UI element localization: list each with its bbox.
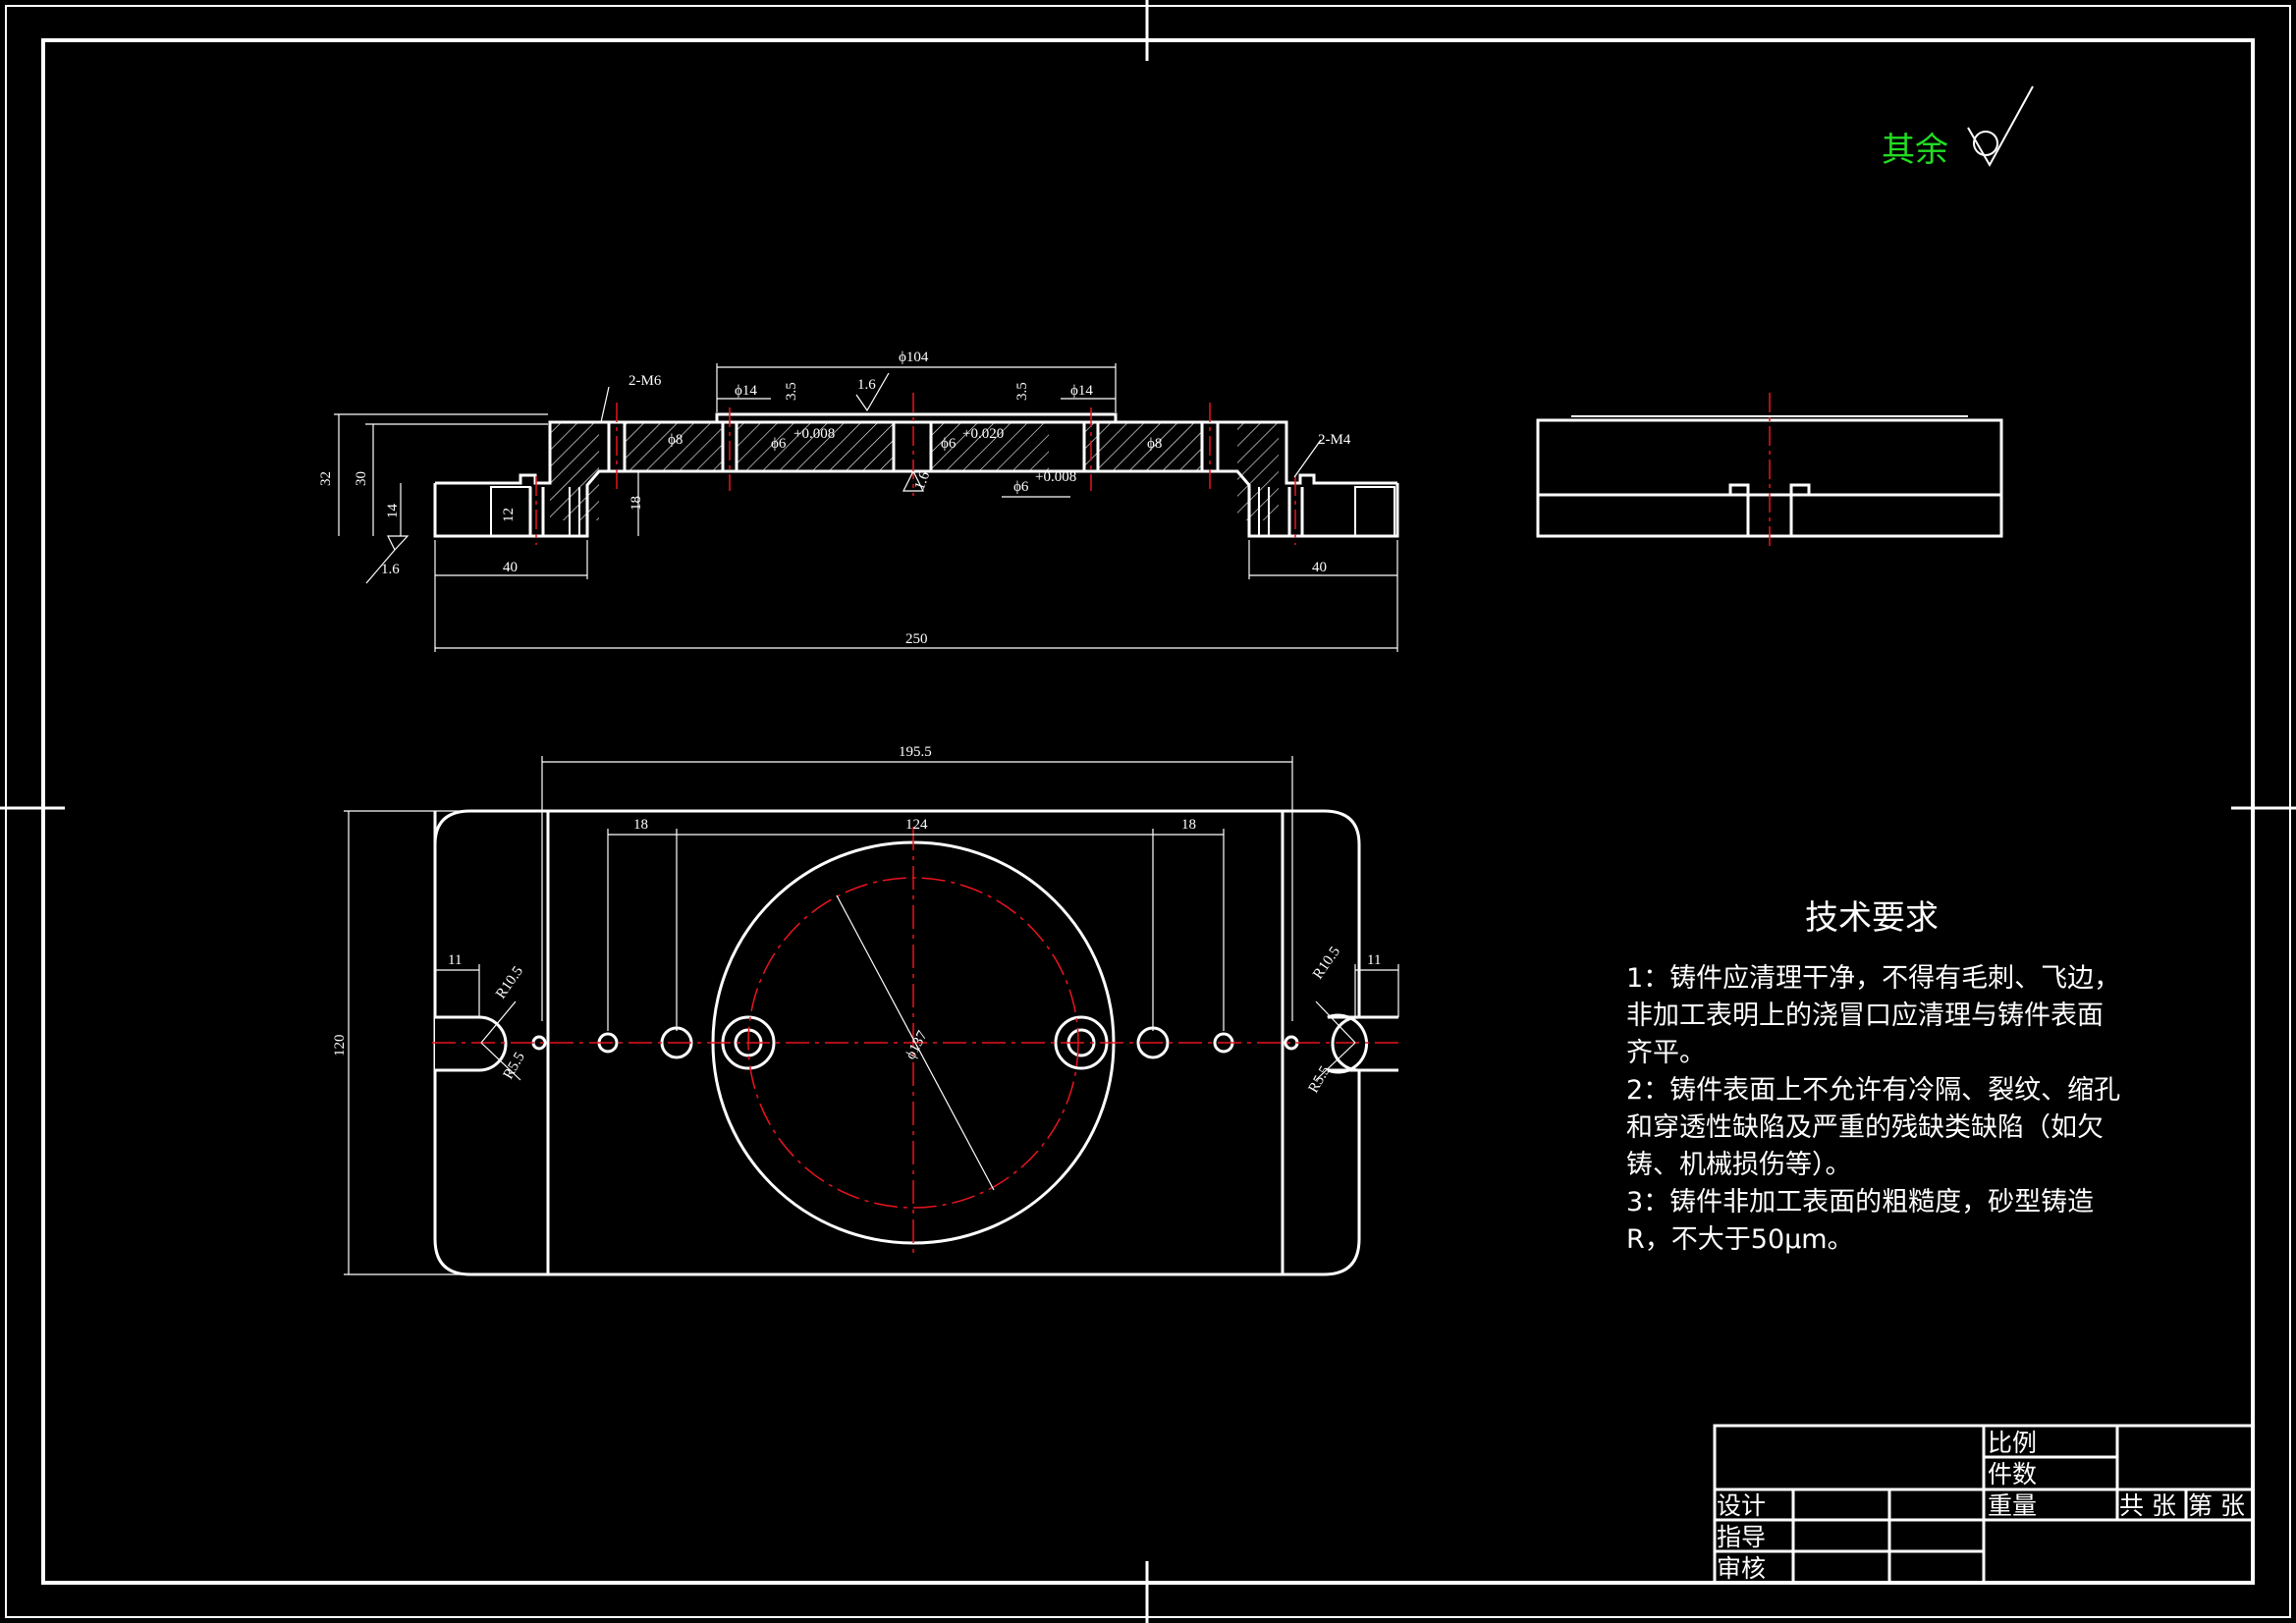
sheet-no-label: 第 张: [2188, 1491, 2245, 1520]
d18-label: 18: [629, 496, 644, 511]
roughness-symbol-icon: [1967, 85, 2034, 168]
phi8-left-label: ϕ8: [668, 432, 683, 448]
tech-requirements-title: 技术要求: [1805, 898, 1939, 938]
tech-requirements-lines: 1：铸件应清理干净，不得有毛刺、飞边， 非加工表明上的浇冒口应清理与铸件表面 齐…: [1626, 963, 2120, 1255]
phi6-bottom-tol-label: +0.008: [1035, 469, 1076, 485]
r105-left-label: R10.5: [493, 963, 526, 1001]
d40-left-label: 40: [503, 560, 518, 575]
d18-right-label: 18: [1181, 817, 1196, 833]
scale-label-label: 比例: [1988, 1429, 2037, 1457]
d32-label: 32: [318, 471, 334, 486]
m6-label: 2-M6: [629, 373, 662, 389]
side-view: [1536, 393, 2003, 546]
weight-label-label: 重量: [1988, 1491, 2037, 1520]
phi6-left-label: ϕ6: [771, 436, 787, 452]
plan-centerlines: [432, 827, 1400, 1259]
d1955-label: 195.5: [899, 744, 932, 760]
d40-right-label: 40: [1312, 560, 1327, 575]
front-outline: [433, 412, 1399, 538]
roughness-others: 其余: [1882, 85, 2034, 170]
d18-left-label: 18: [633, 817, 648, 833]
d124-label: 124: [905, 817, 928, 833]
review-label-label: 审核: [1717, 1554, 1766, 1583]
title-block: 比例 件数 重量 共 张 第 张 设计 指导 审核: [1713, 1424, 2255, 1585]
phi6-center-tol-label: +0.020: [962, 426, 1004, 442]
ra16-center-label: 1.6: [912, 469, 934, 493]
quantity-label-label: 件数: [1988, 1460, 2037, 1488]
6-label: 3：铸件非加工表面的粗糙度，砂型铸造: [1626, 1187, 2094, 1217]
left-slot: [435, 1015, 508, 1072]
m4-label: 2-M4: [1318, 432, 1351, 448]
designer-label-label: 设计: [1717, 1491, 1766, 1520]
front-dimension-text: ϕ104 ϕ14 ϕ14 3.5 3.5 1.6 1.6 1.6 2-M6 2-…: [318, 350, 1351, 647]
section-hatching: [550, 422, 1279, 520]
sheets-total-label: 共 张: [2119, 1491, 2176, 1520]
tech-requirements: 技术要求 1：铸件应清理干净，不得有毛刺、飞边， 非加工表明上的浇冒口应清理与铸…: [1626, 898, 2120, 1255]
front-dimension-lines: [334, 363, 1398, 652]
phi6-left-tol-label: +0.008: [793, 426, 835, 442]
plan-dimension-lines: [344, 756, 1399, 1275]
phi137-label: ϕ137: [902, 1028, 931, 1062]
phi8-right-label: ϕ8: [1147, 436, 1162, 452]
5-label: 铸、机械损伤等）。: [1626, 1150, 1852, 1180]
ra16-top-label: 1.6: [857, 377, 876, 393]
d11-left-label: 11: [448, 952, 462, 968]
plan-view: 195.5 18 124 18 120 11 11 R10.5 R10.5 R5…: [332, 744, 1400, 1276]
d14-label: 14: [385, 504, 401, 519]
phi104-label: ϕ104: [899, 350, 929, 365]
3-label: 2：铸件表面上不允许有冷隔、裂纹、缩孔: [1626, 1075, 2120, 1106]
r55-right-label: R5.5: [1306, 1063, 1334, 1096]
d35-left-label: 3.5: [784, 382, 799, 401]
phi6-center-label: ϕ6: [941, 436, 957, 452]
d250-label: 250: [905, 631, 928, 647]
d12-label: 12: [501, 508, 517, 522]
phi14-left-label: ϕ14: [735, 383, 757, 399]
0-label: 1：铸件应清理干净，不得有毛刺、飞边，: [1626, 963, 2120, 994]
7-label: R，不大于50μm。: [1626, 1224, 1854, 1255]
guide-label-label: 指导: [1717, 1523, 1766, 1551]
phi6-bottom-label: ϕ6: [1013, 479, 1029, 495]
front-section-view: ϕ104 ϕ14 ϕ14 3.5 3.5 1.6 1.6 1.6 2-M6 2-…: [318, 350, 1399, 652]
front-centerlines: [535, 393, 1296, 545]
phi14-right-label: ϕ14: [1070, 383, 1093, 399]
2-label: 齐平。: [1626, 1038, 1706, 1068]
4-label: 和穿透性缺陷及严重的残缺类缺陷（如欠: [1626, 1112, 2104, 1143]
d35-right-label: 3.5: [1014, 382, 1030, 401]
1-label: 非加工表明上的浇冒口应清理与铸件表面: [1626, 1001, 2104, 1031]
ra16-bottom-label: 1.6: [381, 562, 400, 577]
r105-right-label: R10.5: [1310, 944, 1343, 982]
d30-label: 30: [354, 471, 369, 486]
right-slot: [1331, 1015, 1398, 1072]
d120-label: 120: [332, 1035, 348, 1057]
roughness-others-label: 其余: [1882, 131, 1948, 170]
d11-right-label: 11: [1367, 952, 1381, 968]
